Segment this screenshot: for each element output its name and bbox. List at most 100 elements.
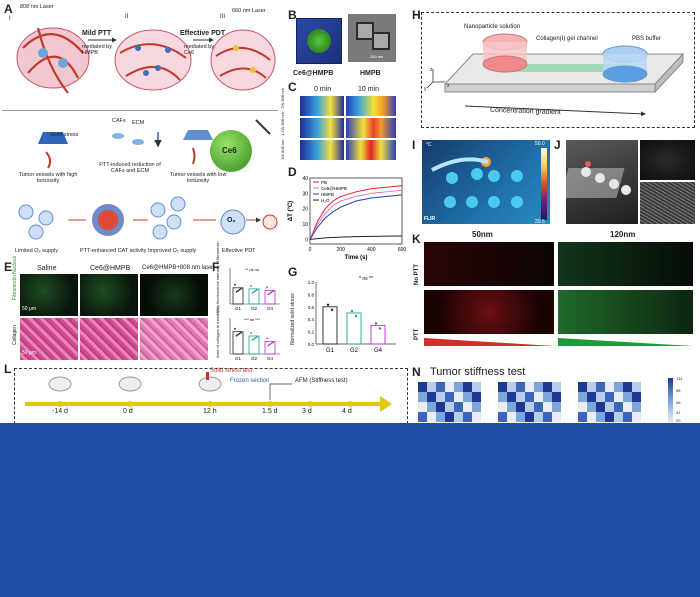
i-brand: FLIR — [424, 216, 436, 222]
g-ytick: 1.0 — [308, 280, 315, 285]
l-t-4d: 4 d — [342, 408, 352, 415]
g-group-label: G1 — [326, 348, 335, 354]
heatmap-cell — [472, 382, 481, 392]
l-t-12h: 12 h — [203, 408, 217, 415]
legend-label-2: HMPB — [321, 192, 334, 197]
h-nanoparticle-label: Nanoparticle solution — [464, 24, 521, 30]
n-scale-4: 20 — [676, 418, 681, 423]
f-sig: *** ns *** — [244, 317, 260, 322]
heatmap-cell — [605, 392, 614, 402]
hmpb-tem-image: 200 nm — [348, 14, 396, 62]
g-point — [378, 327, 382, 330]
heatmap-cell — [507, 402, 516, 412]
x-tick-label: 200 — [336, 247, 345, 253]
heatmap-cell — [463, 412, 472, 422]
f-ylabel-top: Mean fluorescence intensity of fibronect… — [215, 241, 220, 315]
f-bar — [232, 331, 244, 355]
mild-ptt-label: Mild PTT — [82, 30, 112, 37]
y-tick-label: 30 — [302, 191, 308, 197]
plot-frame — [309, 177, 403, 245]
solid-stress-label: Solid stress — [50, 132, 79, 138]
heatmap-cell — [534, 412, 543, 422]
heatmap-cell — [578, 382, 587, 392]
y-tick-label: 20 — [302, 207, 308, 213]
heatmap-cell — [534, 392, 543, 402]
n-scale-1: 98 — [676, 388, 681, 393]
heatmap-cell — [578, 412, 587, 422]
heatmap-cell — [427, 382, 436, 392]
heatmap-cell — [507, 392, 516, 402]
f-point — [272, 341, 274, 344]
heatmap-cell — [614, 402, 623, 412]
ce6-label: Ce6 — [222, 146, 237, 155]
f-point — [237, 289, 239, 292]
heatmap-cell — [543, 412, 552, 422]
heatmap-cell — [454, 402, 463, 412]
k-col-120nm: 120nm — [610, 230, 636, 239]
e-scale-bottom: 50 μm — [22, 350, 36, 356]
h-frame — [421, 12, 695, 128]
heatmap-cell — [587, 402, 596, 412]
heatmap-cell — [463, 392, 472, 402]
g-ytick: 0.4 — [308, 317, 315, 322]
heatmap-cell — [445, 412, 454, 422]
f-point — [266, 286, 268, 289]
bottom-band — [0, 423, 700, 597]
panel-label-n: N — [412, 365, 421, 379]
f-point — [234, 283, 236, 286]
f-group-label: G4 — [267, 306, 274, 311]
heatmap-cell — [552, 392, 561, 402]
heatmap-cell — [454, 392, 463, 402]
g-point — [350, 309, 354, 313]
e-scale-top: 50 μm — [22, 306, 36, 312]
heatmap-cell — [498, 402, 507, 412]
y-tick-label: 10 — [302, 222, 308, 228]
k-row-noptt: No PTT — [414, 264, 420, 285]
series-line-1 — [309, 189, 403, 240]
panel-label-l: L — [4, 362, 12, 376]
f-point — [253, 338, 255, 340]
panel-label-b: B — [288, 8, 297, 22]
heatmap-cell — [534, 402, 543, 412]
heatmap-cell — [632, 412, 641, 422]
g-point — [354, 314, 358, 318]
heatmap-cell — [463, 402, 472, 412]
heatmap-cell — [498, 392, 507, 402]
tumor-illustration-1 — [16, 27, 90, 94]
heatmap-cell — [543, 382, 552, 392]
thermal-10-row3 — [346, 140, 396, 160]
heatmap-cell — [472, 412, 481, 422]
tumor-high-label: Tumor vessels with high tortuosity — [18, 172, 78, 184]
g-point — [330, 308, 334, 311]
ptt-cat-label: PTT-enhanced CAT activity — [80, 248, 147, 254]
j-sem-top — [640, 140, 695, 180]
heatmap-cell — [516, 412, 525, 422]
o2-label: O₂ — [227, 217, 236, 224]
g-ytick: 0.0 — [308, 342, 315, 347]
l-timeline — [25, 372, 392, 412]
y-axis-label: ΔT (°C) — [288, 201, 294, 221]
f-point — [238, 288, 241, 291]
l-frozen-section: Frozen section — [230, 378, 270, 384]
heatmap-cell — [454, 382, 463, 392]
heatmap-cell — [445, 382, 454, 392]
heatmap-cell — [596, 402, 605, 412]
k-gradient-wedges — [424, 338, 693, 346]
heatmap-cell — [436, 392, 445, 402]
series-line-0 — [309, 185, 403, 240]
l-frame — [14, 368, 408, 424]
heatmap-cell — [472, 402, 481, 412]
heatmap-cell — [623, 412, 632, 422]
heatmap-cell — [552, 402, 561, 412]
heatmap-cell — [623, 382, 632, 392]
h-pbs-label: PBS buffer — [632, 36, 661, 42]
n-title: Tumor stiffness test — [430, 366, 526, 378]
g-ytick: 0.6 — [308, 305, 315, 310]
heatmap-cell — [578, 392, 587, 402]
l-t-1-5d: 1.5 d — [262, 408, 278, 415]
heatmap-cell — [498, 412, 507, 422]
y-tick-label: 40 — [302, 176, 308, 182]
thermal-10-row2 — [346, 118, 396, 138]
heatmap-cell — [632, 392, 641, 402]
